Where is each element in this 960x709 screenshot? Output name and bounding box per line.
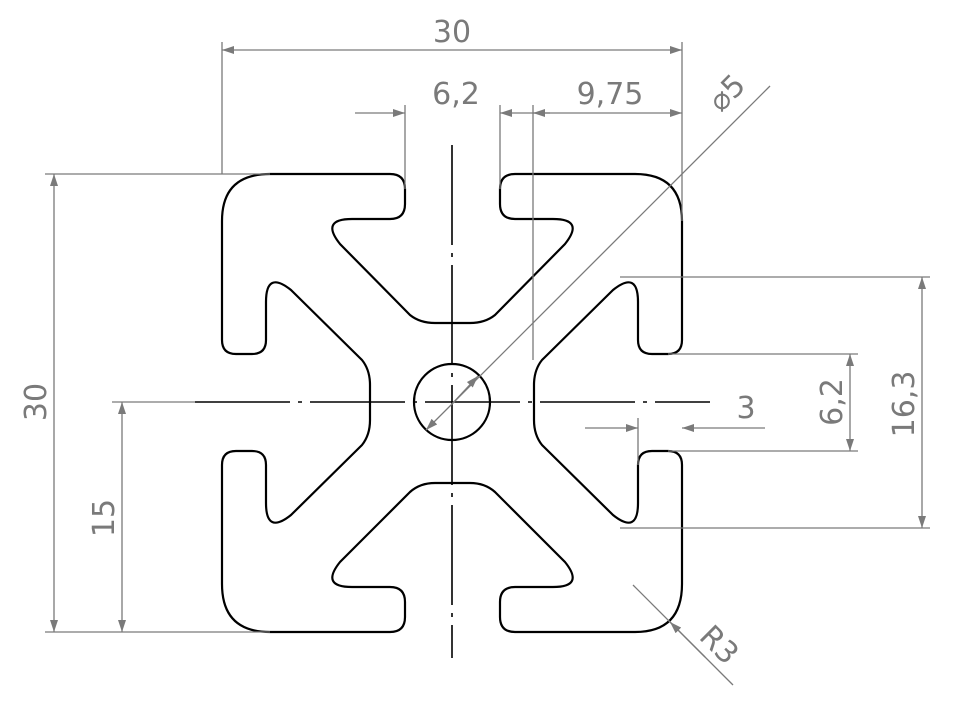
label-right-slot: 6,2 <box>815 378 850 426</box>
center-lines <box>195 145 710 658</box>
radius-arrow <box>669 621 706 658</box>
label-radius: R3 <box>692 619 745 672</box>
dim-line-diameter <box>425 85 771 431</box>
profile-contour <box>220 172 684 634</box>
label-overall-width: 30 <box>433 15 471 50</box>
dim-line-diameter-inner <box>451 375 479 405</box>
label-overall-height: 30 <box>19 383 54 421</box>
label-slot-width-top: 6,2 <box>432 77 480 112</box>
dimensions <box>45 42 930 686</box>
label-975: 9,75 <box>577 77 644 112</box>
dimension-labels: 30 6,2 9,75 ⌀5 30 15 3 6,2 16,3 R3 <box>19 15 922 672</box>
label-163: 16,3 <box>887 371 922 438</box>
label-half-height: 15 <box>87 499 122 537</box>
label-slot-wall: 3 <box>736 391 755 426</box>
